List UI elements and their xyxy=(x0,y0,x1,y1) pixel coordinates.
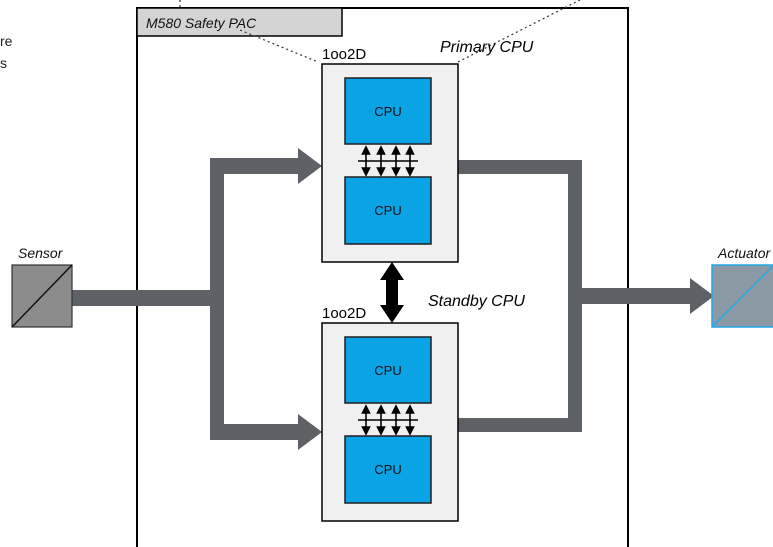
partial-text-line-2: s xyxy=(0,55,7,71)
flow-arrows xyxy=(72,148,714,450)
flow-branch-bottom xyxy=(210,424,300,440)
actuator-label: Actuator xyxy=(717,245,771,261)
standby-cpu-top xyxy=(344,336,432,404)
primary-sync-arrows xyxy=(358,145,418,177)
flow-out-primary xyxy=(458,160,582,174)
standby-cpu-bottom-label: CPU xyxy=(374,462,401,477)
primary-cpu-bottom-label: CPU xyxy=(374,203,401,218)
redundancy-link-arrow xyxy=(380,262,404,323)
primary-cpu-top-label: CPU xyxy=(374,104,401,119)
flow-out-standby xyxy=(458,418,582,432)
arrowhead-to-standby xyxy=(298,414,322,450)
pac-label-tab xyxy=(136,7,343,37)
sensor-diagonal xyxy=(11,264,73,328)
standby-title: Standby CPU xyxy=(428,293,525,310)
primary-tag: 1oo2D xyxy=(322,46,366,63)
standby-tag: 1oo2D xyxy=(322,305,366,322)
primary-cpu-top xyxy=(344,77,432,145)
flow-trunk-left xyxy=(210,158,224,440)
pac-title: M580 Safety PAC xyxy=(146,15,257,31)
standby-sync-arrows xyxy=(358,404,418,436)
callout-dotted-line xyxy=(239,29,319,63)
primary-cpu-bottom xyxy=(344,176,432,245)
arrowhead-to-primary xyxy=(298,148,322,184)
standby-cpu-top-label: CPU xyxy=(374,363,401,378)
flow-to-actuator xyxy=(568,288,698,304)
flow-segment-sensor xyxy=(72,290,220,306)
partial-text-line-1: re xyxy=(0,33,13,49)
arrowhead-to-actuator xyxy=(690,278,714,314)
primary-title: Primary CPU xyxy=(440,39,534,56)
flow-branch-top xyxy=(210,158,300,174)
actuator-diagonal xyxy=(711,264,773,328)
standby-cpu-bottom xyxy=(344,435,432,504)
sensor-label: Sensor xyxy=(18,245,64,261)
